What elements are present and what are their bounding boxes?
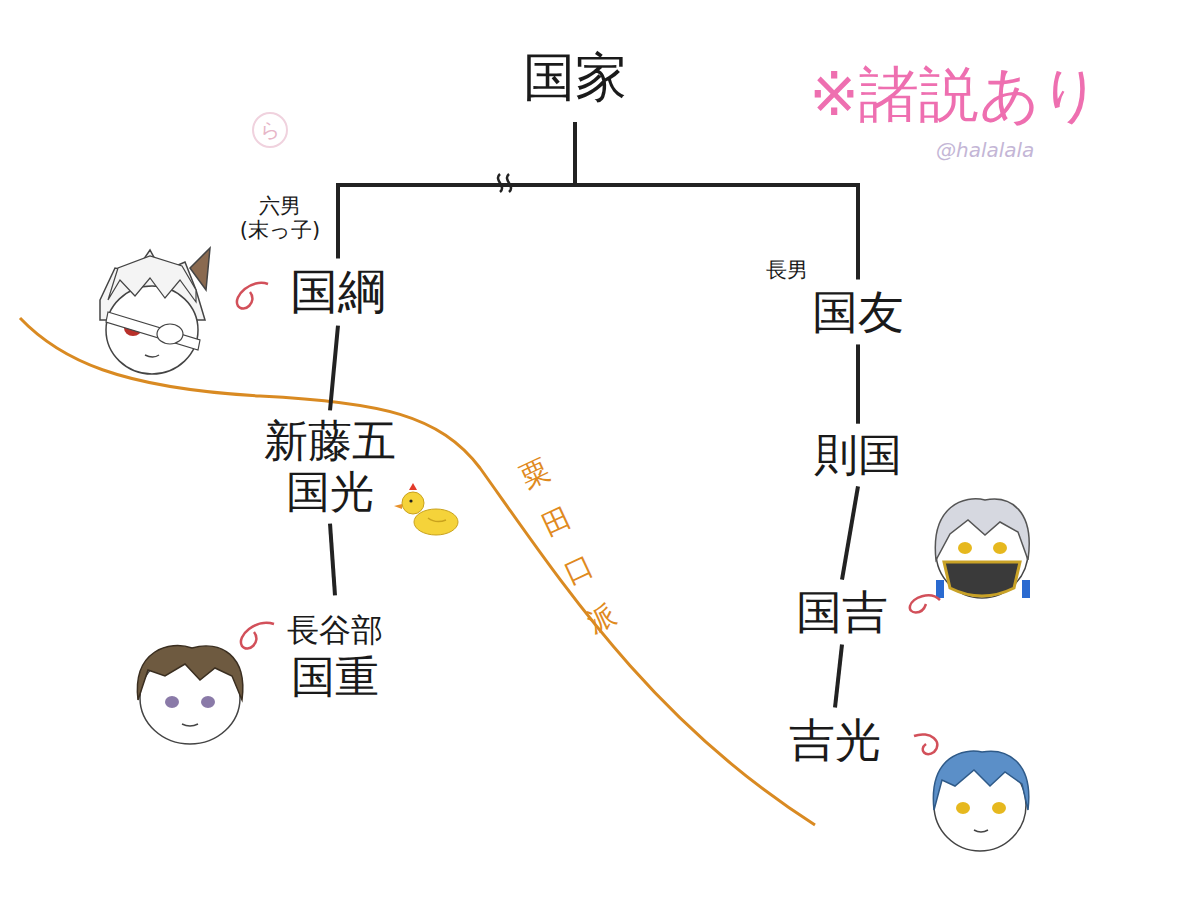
- school-name: 粟田口派: [510, 443, 625, 648]
- character-face: [137, 646, 242, 744]
- name-text: 吉光: [789, 714, 881, 767]
- character-face: [933, 751, 1028, 851]
- tree-line: [856, 344, 860, 423]
- name-text: 国吉: [796, 586, 888, 639]
- heading-note: 六男 (末っ子): [232, 194, 329, 242]
- character-face: [100, 248, 210, 374]
- name-text: 新藤五 国光: [257, 416, 402, 517]
- tree-line: [338, 122, 575, 259]
- tree-name: 則国: [808, 426, 908, 485]
- tree-line: [330, 326, 338, 411]
- tree-name: 吉光: [783, 710, 887, 771]
- tree-line: [575, 122, 858, 280]
- tree-line: [842, 486, 858, 579]
- duck-icon: [394, 483, 458, 535]
- circle-mark: ら: [260, 117, 280, 144]
- tree-name: 国吉: [790, 582, 894, 643]
- mark-circle: [253, 113, 287, 147]
- disclaimer-note: ※諸説あり: [809, 55, 1101, 136]
- tree-name: 国家: [517, 44, 633, 112]
- name-text: 長谷部 国重: [262, 601, 407, 702]
- watermark: @halalala: [936, 138, 1034, 162]
- character-face: [935, 499, 1030, 598]
- heading-note: 長男: [739, 258, 836, 282]
- name-text: 国家: [523, 48, 627, 108]
- tree-name: 六男 (末っ子)国綱: [284, 260, 392, 323]
- tree-name: 新藤五 国光: [251, 412, 408, 521]
- tree-name: 長男国友: [806, 282, 910, 343]
- school-boundary: [20, 318, 815, 825]
- leader-curl: [237, 283, 940, 754]
- tree-name: 長谷部 国重: [256, 597, 413, 706]
- name-text: 国友: [812, 286, 904, 339]
- name-text: 国綱: [290, 264, 386, 319]
- name-text: 則国: [814, 430, 902, 481]
- tree-line: [330, 524, 335, 596]
- tree-line: [835, 644, 842, 707]
